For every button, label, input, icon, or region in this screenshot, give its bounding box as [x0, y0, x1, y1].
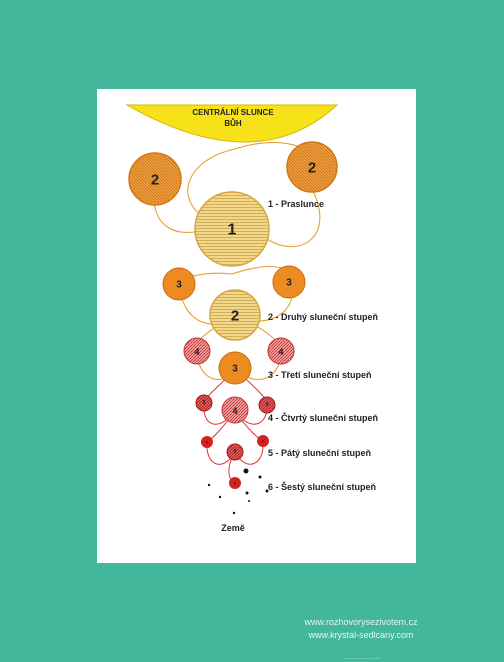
- label-level3: 3 - Třetí sluneční stupeň: [268, 370, 372, 380]
- numeral-3-center: 3: [232, 364, 238, 375]
- level2-circle-left: [128, 152, 182, 206]
- sun-hierarchy-diagram: CENTRÁLNÍ SLUNCE BŮH: [125, 104, 378, 533]
- diagram-card: CENTRÁLNÍ SLUNCE BŮH: [97, 89, 416, 563]
- numeral-5-right: 5: [266, 402, 269, 408]
- level6-circle-right: [257, 435, 269, 447]
- level3-circle-center: [218, 351, 252, 385]
- level5-circle-center: [226, 443, 244, 461]
- label-earth: Země: [221, 523, 245, 533]
- level5-circle-left: [195, 394, 213, 412]
- scattered-dots: [207, 468, 269, 515]
- numeral-3-left: 3: [176, 280, 182, 291]
- watermark-line1: www.rozhovorysezivotem.cz: [304, 617, 418, 627]
- numeral-6-left: 6: [206, 440, 209, 445]
- header-line2: BŮH: [224, 118, 242, 128]
- numeral-2-center: 2: [231, 308, 239, 325]
- level4-circle-center: [221, 396, 249, 424]
- numeral-2-left: 2: [151, 172, 159, 189]
- level3-circle-left: [162, 267, 196, 301]
- numeral-5-center: 5: [234, 449, 237, 455]
- numeral-4-center: 4: [232, 406, 237, 416]
- level6-circle-left: [201, 436, 213, 448]
- level6-circle-center: [229, 477, 241, 489]
- connection-lines-red: [203, 368, 268, 484]
- label-level4: 4 - Čtvrtý sluneční stupeň: [268, 412, 378, 423]
- numeral-2-right: 2: [308, 160, 316, 177]
- label-level1: 1 - Praslunce: [268, 199, 324, 209]
- numeral-4-right: 4: [278, 347, 283, 357]
- level2-circle-right: [286, 141, 338, 193]
- label-level5: 5 - Pátý sluneční stupeň: [268, 448, 371, 458]
- label-level6: 6 - Šestý sluneční stupeň: [268, 481, 376, 492]
- level5-circle-right: [258, 396, 276, 414]
- numeral-1: 1: [228, 222, 237, 239]
- numeral-5-left: 5: [203, 400, 206, 406]
- label-level2: 2 - Druhý sluneční stupeň: [268, 312, 378, 322]
- numeral-4-left: 4: [194, 347, 199, 357]
- watermark-line3: ...........................: [342, 655, 380, 661]
- watermark-line2: www.krystal-sedlcany.com: [308, 630, 414, 640]
- level2-circle-center: [209, 289, 261, 341]
- numeral-3-right: 3: [286, 278, 292, 289]
- level3-circle-right: [272, 265, 306, 299]
- praslunce-circle: [194, 191, 270, 267]
- level4-circle-left: [183, 337, 211, 365]
- numeral-6-center: 6: [234, 481, 237, 486]
- numeral-6-right: 6: [262, 439, 265, 444]
- header-line1: CENTRÁLNÍ SLUNCE: [192, 108, 274, 117]
- central-sun-shape: [125, 104, 339, 143]
- level4-circle-right: [267, 337, 295, 365]
